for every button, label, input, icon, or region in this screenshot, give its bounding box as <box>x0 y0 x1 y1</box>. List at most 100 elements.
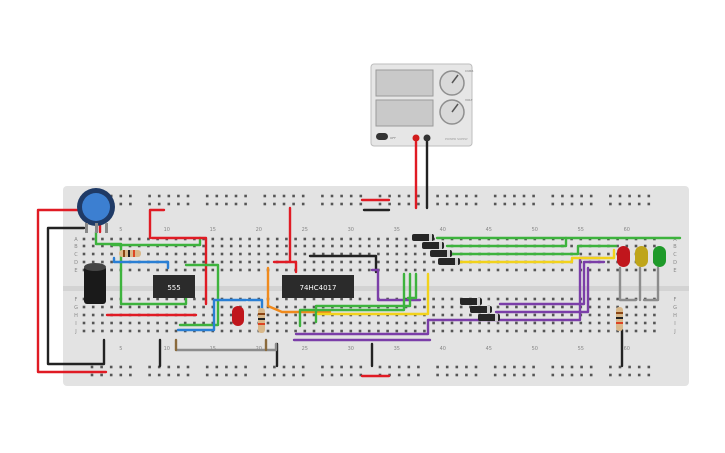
hole[interactable] <box>395 329 399 333</box>
hole[interactable] <box>321 260 325 264</box>
rail-hole[interactable] <box>609 194 612 198</box>
hole[interactable] <box>248 313 251 317</box>
rail-hole[interactable] <box>397 365 401 369</box>
hole[interactable] <box>239 237 242 241</box>
hole[interactable] <box>275 329 279 333</box>
hole[interactable] <box>101 260 104 264</box>
rail-hole[interactable] <box>330 365 334 369</box>
hole[interactable] <box>570 321 573 325</box>
hole[interactable] <box>349 321 353 325</box>
rail-hole[interactable] <box>186 194 190 198</box>
rail-hole[interactable] <box>503 373 507 377</box>
hole[interactable] <box>588 252 592 256</box>
hole[interactable] <box>165 252 169 256</box>
hole[interactable] <box>450 305 454 309</box>
hole[interactable] <box>147 329 150 333</box>
rail-hole[interactable] <box>167 373 171 377</box>
hole[interactable] <box>294 313 297 317</box>
wire-green[interactable] <box>314 272 412 324</box>
rail-hole[interactable] <box>321 373 324 377</box>
hole[interactable] <box>110 237 113 241</box>
hole[interactable] <box>478 321 481 325</box>
hole[interactable] <box>432 321 435 325</box>
hole[interactable] <box>607 305 610 309</box>
hole[interactable] <box>82 237 86 241</box>
rail-hole[interactable] <box>628 365 631 369</box>
hole[interactable] <box>367 252 371 256</box>
hole[interactable] <box>340 268 343 272</box>
hole[interactable] <box>137 268 141 272</box>
hole[interactable] <box>220 252 224 256</box>
hole[interactable] <box>404 244 408 248</box>
hole[interactable] <box>331 297 334 301</box>
hole[interactable] <box>220 237 224 241</box>
rail-hole[interactable] <box>647 365 651 369</box>
rail-hole[interactable] <box>407 194 411 198</box>
hole[interactable] <box>202 305 205 309</box>
rail-hole[interactable] <box>551 373 555 377</box>
rail-hole[interactable] <box>148 373 151 377</box>
hole[interactable] <box>147 305 150 309</box>
hole[interactable] <box>202 321 205 325</box>
hole[interactable] <box>441 321 445 325</box>
wire-green[interactable] <box>178 263 220 327</box>
hole[interactable] <box>561 305 564 309</box>
hole[interactable] <box>570 297 573 301</box>
hole[interactable] <box>367 237 371 241</box>
hole[interactable] <box>441 329 445 333</box>
hole[interactable] <box>91 237 95 241</box>
rail-hole[interactable] <box>349 194 353 198</box>
rail-hole[interactable] <box>157 202 161 206</box>
hole[interactable] <box>331 321 334 325</box>
rail-hole[interactable] <box>129 202 132 206</box>
diode[interactable] <box>412 234 434 241</box>
rail-hole[interactable] <box>244 373 247 377</box>
hole[interactable] <box>625 329 629 333</box>
wire-purple[interactable] <box>498 260 606 306</box>
rail-hole[interactable] <box>455 202 459 206</box>
rail-hole[interactable] <box>157 365 161 369</box>
rail-hole[interactable] <box>330 202 334 206</box>
rail-hole[interactable] <box>417 365 420 369</box>
hole[interactable] <box>321 297 325 301</box>
hole[interactable] <box>616 268 619 272</box>
rail-hole[interactable] <box>378 365 382 369</box>
rail-hole[interactable] <box>628 202 631 206</box>
wire-gray[interactable] <box>618 266 638 302</box>
rail-hole[interactable] <box>378 202 382 206</box>
hole[interactable] <box>229 313 233 317</box>
hole[interactable] <box>137 329 141 333</box>
hole[interactable] <box>377 329 380 333</box>
rail-hole[interactable] <box>234 194 238 198</box>
hole[interactable] <box>643 244 647 248</box>
hole[interactable] <box>386 252 389 256</box>
hole[interactable] <box>386 244 389 248</box>
rail-hole[interactable] <box>282 365 286 369</box>
hole[interactable] <box>321 268 325 272</box>
rail-hole[interactable] <box>282 194 286 198</box>
hole[interactable] <box>551 313 555 317</box>
hole[interactable] <box>413 252 417 256</box>
hole[interactable] <box>469 313 472 317</box>
hole[interactable] <box>91 305 95 309</box>
rail-hole[interactable] <box>532 365 535 369</box>
rail-hole[interactable] <box>647 194 651 198</box>
rail-hole[interactable] <box>282 373 286 377</box>
rail-hole[interactable] <box>129 373 132 377</box>
rail-hole[interactable] <box>340 202 343 206</box>
hole[interactable] <box>349 244 353 248</box>
rail-hole[interactable] <box>263 202 267 206</box>
rail-hole[interactable] <box>340 373 343 377</box>
rail-hole[interactable] <box>609 202 612 206</box>
hole[interactable] <box>459 321 463 325</box>
hole[interactable] <box>561 268 564 272</box>
hole[interactable] <box>588 313 592 317</box>
rail-hole[interactable] <box>292 202 295 206</box>
diode[interactable] <box>430 250 452 257</box>
rail-hole[interactable] <box>321 365 324 369</box>
hole[interactable] <box>303 252 307 256</box>
hole[interactable] <box>367 260 371 264</box>
hole[interactable] <box>561 297 564 301</box>
hole[interactable] <box>542 329 546 333</box>
hole[interactable] <box>303 244 307 248</box>
